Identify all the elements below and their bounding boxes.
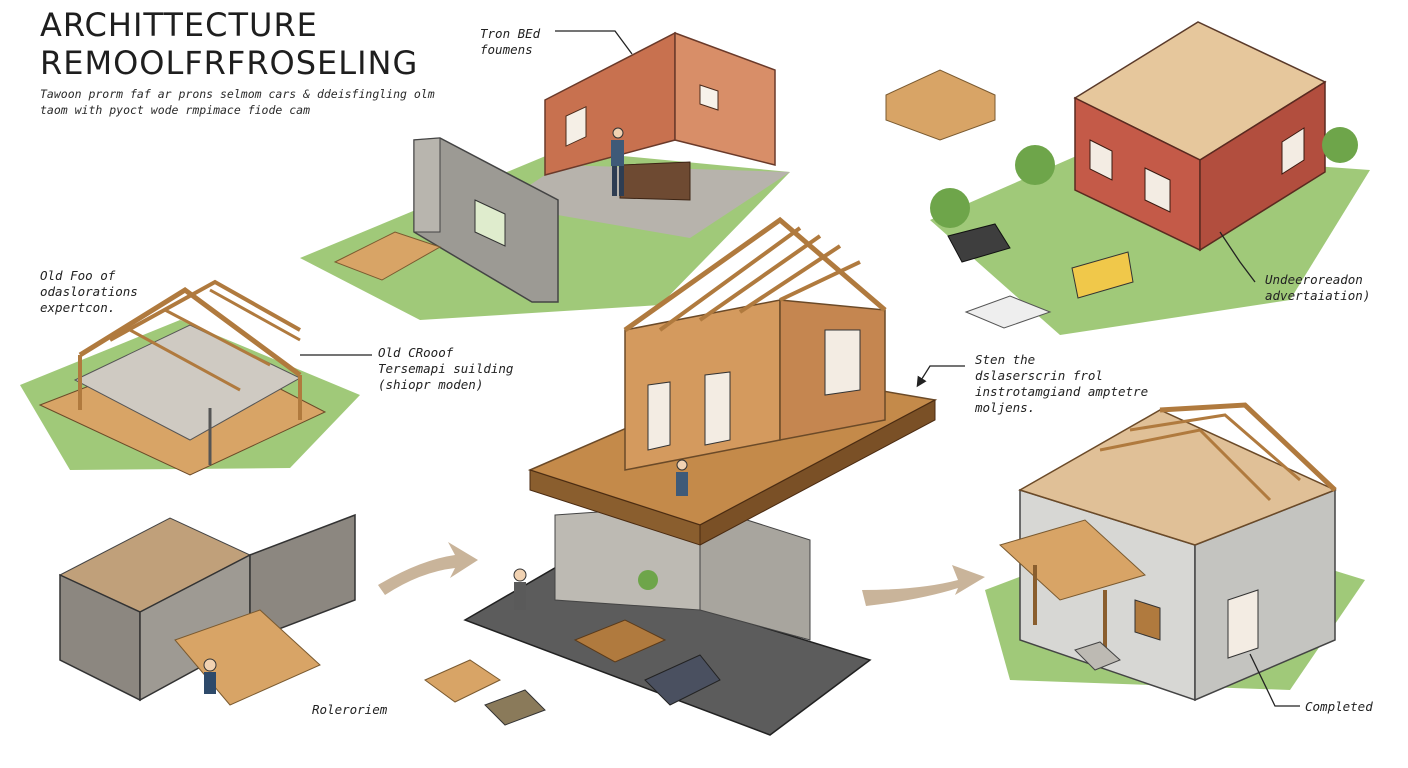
subtitle-line-2: taom with pyoct wode rmpimace fiode cam [40, 103, 311, 117]
label-center-right-line-2: dslaserscrin frol [975, 368, 1103, 383]
title-line-1: ARCHITTECTURE [40, 6, 318, 44]
label-bottom-left-line-1: Roleroriem [312, 702, 388, 717]
label-completed: Completed [1305, 699, 1373, 715]
label-brick-house-line-1: Undeeroreadon [1265, 272, 1363, 287]
label-frame: Old CRooof Tersemapi suilding (shiopr mo… [378, 345, 513, 393]
stage-brick-room [300, 31, 790, 320]
label-top-wall-line-2: foumens [480, 42, 533, 57]
arrow-center-to-right [862, 565, 985, 606]
label-frame-line-3: (shiopr moden) [378, 377, 484, 392]
page-subtitle: Tawoon prorm faf ar prons selmom cars & … [40, 86, 460, 118]
label-left-old-line-2: odaslorations [40, 284, 138, 299]
stage-brick-house [885, 21, 1370, 335]
label-frame-line-1: Old CRooof [378, 345, 454, 360]
stage-main-house [424, 216, 938, 736]
label-brick-house: Undeeroreadon advertaiation) [1265, 272, 1370, 304]
worker-figure [611, 127, 624, 196]
label-top-wall-line-1: Tron BEd [480, 26, 541, 41]
label-brick-house-line-2: advertaiation) [1265, 288, 1371, 303]
label-center-right-line-3: instrotamgiand amptetre [975, 384, 1149, 399]
stage-timber-frame [20, 279, 360, 476]
stage-completed-house [985, 402, 1365, 702]
page-title: ARCHITTECTURE REMOOLFRFROSELING [40, 6, 418, 82]
label-left-old: Old Foo of odaslorations expertcon. [40, 268, 138, 316]
label-frame-line-2: Tersemapi suilding [378, 361, 514, 376]
arrow-left-to-center [378, 542, 478, 595]
label-center-right: Sten the dslaserscrin frol instrotamgian… [975, 352, 1148, 416]
label-left-old-line-3: expertcon. [40, 300, 116, 315]
label-completed-line-1: Completed [1305, 699, 1373, 714]
label-bottom-left: Roleroriem [312, 702, 387, 718]
stage-concrete-room [58, 513, 356, 706]
label-top-wall: Tron BEd foumens [480, 26, 540, 58]
subtitle-line-1: Tawoon prorm faf ar prons selmom cars & … [40, 87, 435, 101]
label-center-right-line-4: moljens. [975, 400, 1036, 415]
title-line-2: REMOOLFRFROSELING [40, 44, 419, 82]
label-left-old-line-1: Old Foo of [40, 268, 116, 283]
label-center-right-line-1: Sten the [975, 352, 1036, 367]
